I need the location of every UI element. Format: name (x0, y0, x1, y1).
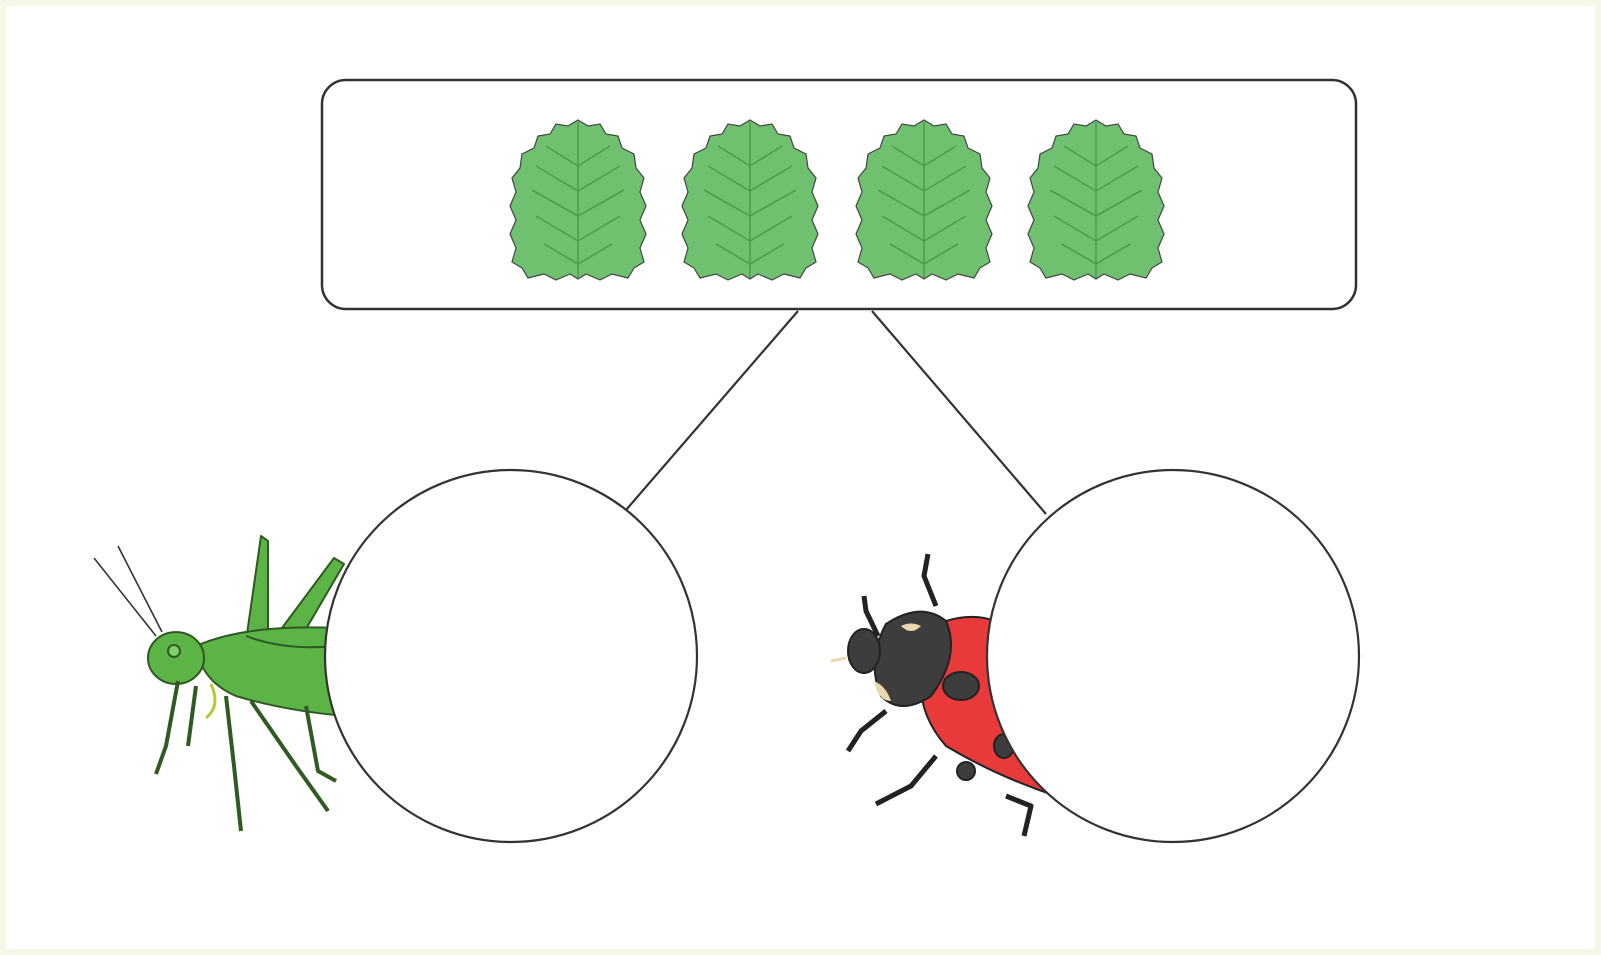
connector-line-right (871, 310, 1047, 515)
grasshopper-icon (93, 535, 347, 832)
whole-box (320, 78, 1358, 311)
part-circle-left[interactable] (323, 468, 699, 844)
connector-line-left (625, 310, 799, 511)
part-circle-right[interactable] (985, 468, 1361, 844)
part-whole-diagram (6, 6, 1595, 949)
